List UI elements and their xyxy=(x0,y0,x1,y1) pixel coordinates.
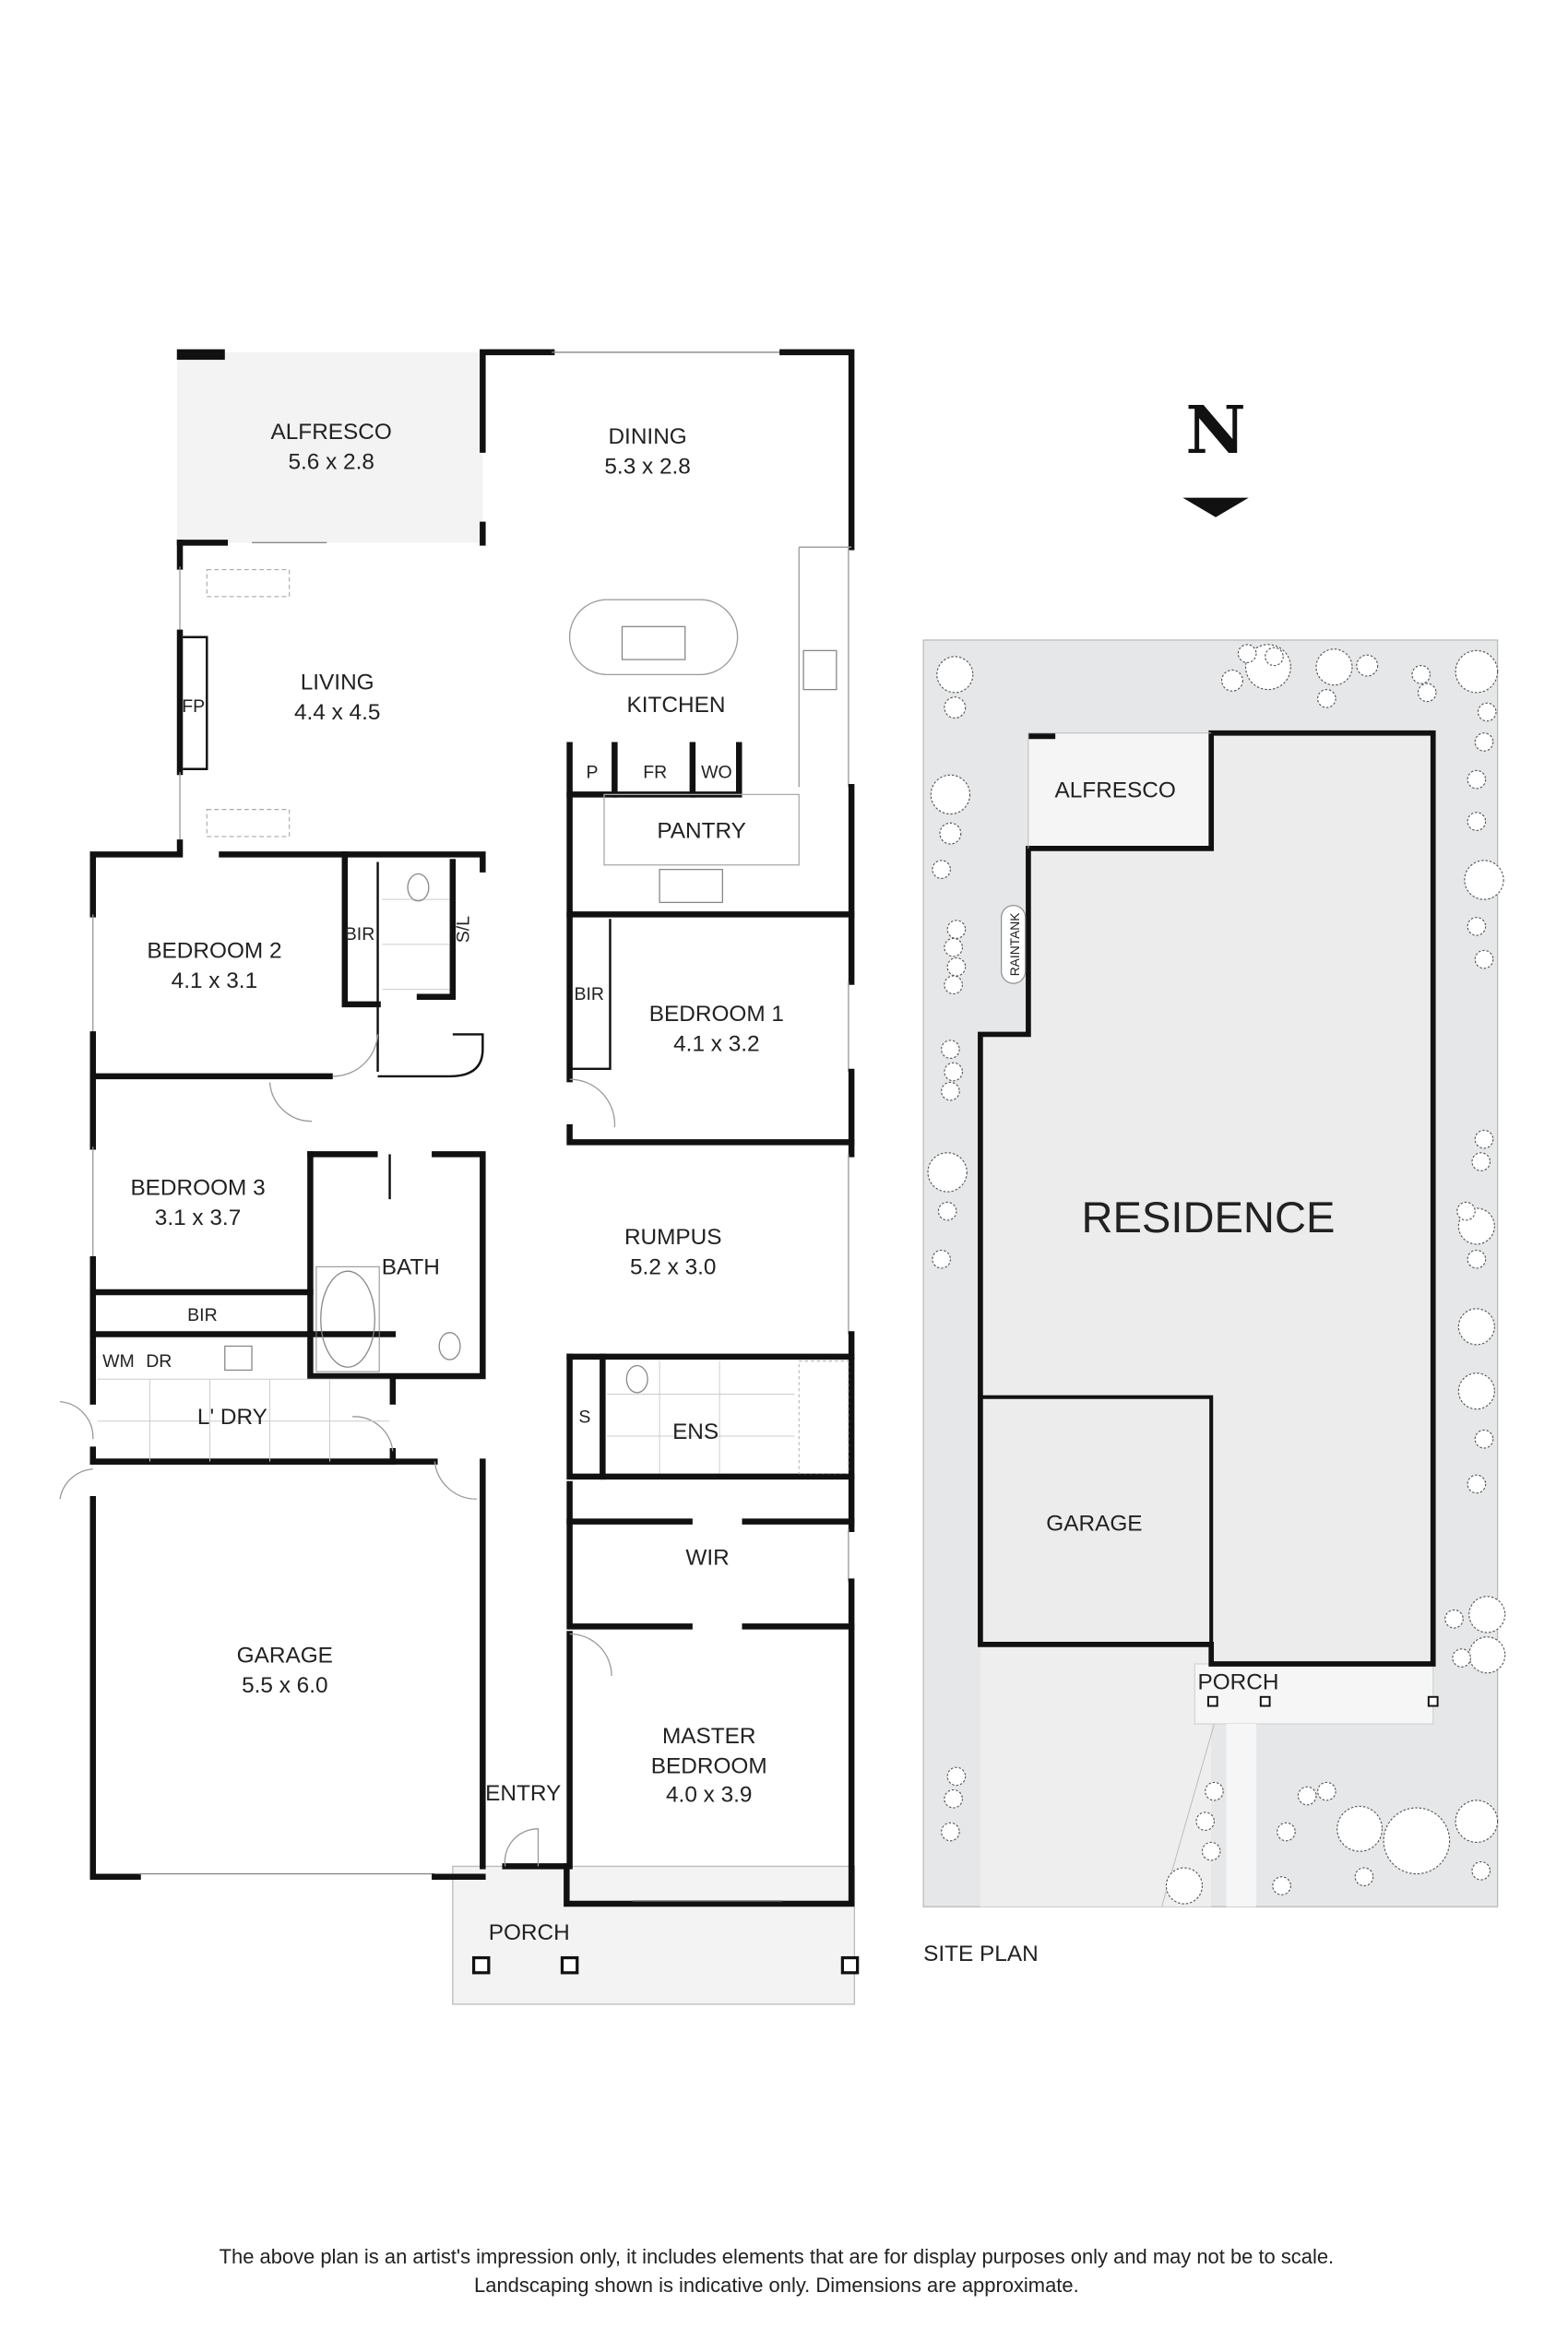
alfresco-area xyxy=(176,351,483,543)
floor-plan: ALFRESCO 5.6 x 2.8 DINING 5.3 x 2.8 LIVI… xyxy=(59,349,860,2005)
bir-label: BIR xyxy=(574,984,604,1004)
pantry-cupboard-label: P xyxy=(586,762,598,782)
room-name: BEDROOM 2 xyxy=(147,939,281,964)
room-name: PORCH xyxy=(489,1920,570,1945)
room-name: BATH xyxy=(382,1254,440,1279)
room-name: WIR xyxy=(685,1546,729,1571)
room-size: 4.1 x 3.1 xyxy=(172,968,257,993)
room-name: GARAGE xyxy=(237,1643,333,1668)
door-swings xyxy=(59,1034,616,1867)
room-size: 4.4 x 4.5 xyxy=(294,700,380,725)
site-plan-title: SITE PLAN xyxy=(923,1942,1039,1966)
room-name: ENS xyxy=(672,1420,719,1444)
bir-label: BIR xyxy=(345,924,375,944)
room-name: L' DRY xyxy=(197,1405,267,1430)
room-name: PANTRY xyxy=(657,819,746,844)
dryer-label: DR xyxy=(146,1351,172,1372)
north-arrow-icon xyxy=(1182,497,1249,517)
room-name: BEDROOM 1 xyxy=(649,1002,784,1027)
disclaimer-line-1: The above plan is an artist's impression… xyxy=(220,2245,1335,2268)
site-plan: RAINTANK xyxy=(922,639,1506,1966)
north-compass: N xyxy=(1182,391,1249,517)
porch-area xyxy=(452,1865,856,2005)
storage-label: S xyxy=(578,1407,590,1427)
room-size: 5.2 x 3.0 xyxy=(630,1254,716,1279)
room-name: LIVING xyxy=(301,671,374,695)
site-porch-label: PORCH xyxy=(1197,1670,1278,1695)
room-size: 5.3 x 2.8 xyxy=(604,455,690,480)
site-alfresco-label: ALFRESCO xyxy=(1055,778,1176,803)
linen-label: S/L xyxy=(454,916,474,943)
fireplace-label: FP xyxy=(182,696,205,717)
landscaping-trees xyxy=(927,644,1506,1905)
wall-oven-label: WO xyxy=(701,762,732,782)
room-name: BEDROOM xyxy=(651,1754,767,1779)
room-name: ENTRY xyxy=(485,1781,561,1806)
room-name: DINING xyxy=(608,424,686,449)
room-size: 3.1 x 3.7 xyxy=(155,1206,241,1230)
room-name: KITCHEN xyxy=(627,693,726,718)
room-name: ALFRESCO xyxy=(271,420,392,445)
room-size: 4.1 x 3.2 xyxy=(673,1031,759,1056)
site-residence-label: RESIDENCE xyxy=(1081,1193,1335,1241)
room-size: 5.5 x 6.0 xyxy=(242,1673,327,1698)
site-garage-label: GARAGE xyxy=(1046,1511,1142,1536)
bir-label: BIR xyxy=(187,1305,218,1325)
room-name: MASTER xyxy=(662,1724,756,1749)
fridge-label: FR xyxy=(643,762,667,782)
room-name: BEDROOM 3 xyxy=(130,1175,265,1200)
raintank-label: RAINTANK xyxy=(1007,912,1022,977)
north-label: N xyxy=(1185,391,1245,469)
room-name: RUMPUS xyxy=(624,1225,722,1250)
room-size: 5.6 x 2.8 xyxy=(288,450,374,475)
room-size: 4.0 x 3.9 xyxy=(666,1783,752,1808)
disclaimer-line-2: Landscaping shown is indicative only. Di… xyxy=(474,2274,1079,2297)
washing-machine-label: WM xyxy=(102,1351,135,1372)
